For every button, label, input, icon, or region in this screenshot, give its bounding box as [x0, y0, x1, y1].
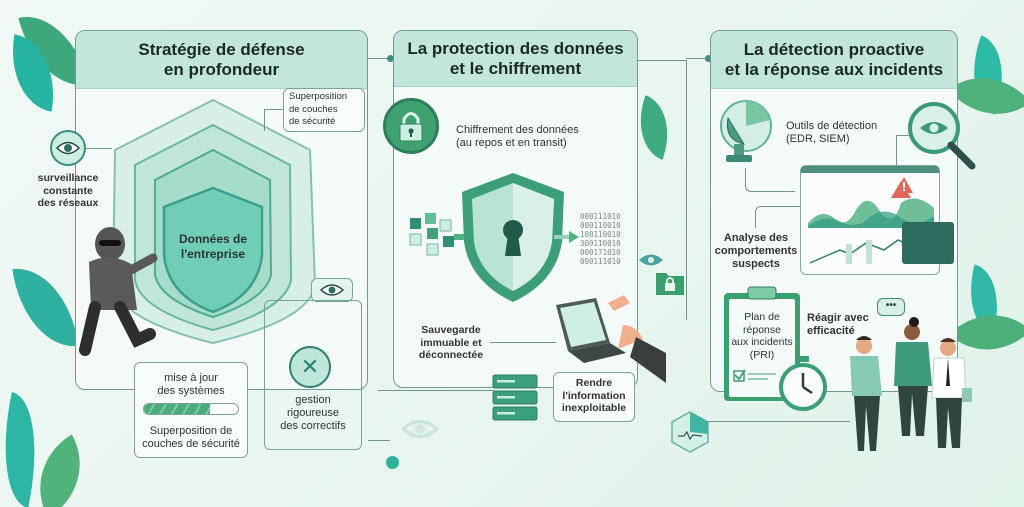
connector-line — [264, 109, 284, 131]
connector-line — [755, 206, 800, 228]
data-files-icon — [409, 213, 454, 256]
connector-line — [690, 392, 850, 422]
backup-label: Sauvegarde immuable et déconnectée — [418, 324, 484, 361]
update-progress-fill — [144, 404, 210, 414]
behavior-analysis-label: Analyse des comportements suspects — [714, 232, 798, 270]
react-label: Réagir avec efficacité — [807, 312, 869, 337]
warning-icon — [895, 177, 913, 193]
connector-dot — [386, 456, 399, 469]
dashboard-titlebar — [801, 166, 939, 173]
incident-plan-label: Plan de réponse aux incidents (PRI) — [731, 311, 793, 361]
stopwatch-icon — [779, 356, 827, 411]
clipboard-icon — [724, 286, 800, 401]
core-data-label: Données de l'entreprise — [178, 232, 247, 261]
hacker-figure — [79, 227, 158, 356]
chat-bubble: ••• — [877, 298, 905, 316]
patching-label: gestion rigoureuse des correctifs — [280, 394, 346, 432]
encryption-label: Chiffrement des données (au repos et en … — [456, 124, 579, 149]
leaf-decoration — [12, 261, 79, 354]
connector-line — [490, 342, 556, 343]
connector-dot — [705, 55, 712, 62]
patching-card — [264, 300, 362, 450]
lock-icon — [383, 98, 439, 154]
connector-line — [686, 60, 687, 320]
eye-icon — [320, 284, 344, 296]
layers-callout-text: Superposition de couches de sécurité — [289, 91, 348, 127]
eye-chat-bubble — [311, 278, 353, 302]
updates-sub-label: Superposition de couches de sécurité — [142, 425, 240, 450]
pulse-hexagon-icon — [671, 411, 709, 453]
laptop-icon — [556, 295, 666, 383]
eye-icon — [639, 254, 663, 266]
panel-defense-title: Stratégie de défense en profondeur — [76, 31, 367, 89]
server-icon — [492, 374, 538, 421]
connector-line — [686, 58, 706, 59]
connector-line — [368, 58, 390, 59]
log-terminal — [902, 222, 954, 264]
connector-line — [745, 168, 795, 192]
updates-label: mise à jour des systèmes — [157, 372, 225, 397]
folder-lock-icon — [656, 273, 684, 295]
unusable-label: Rendre l'information inexploitable — [561, 377, 627, 414]
satellite-dish-icon — [720, 100, 772, 162]
shield-icon — [462, 173, 564, 302]
connector-line — [368, 440, 390, 441]
eye-icon — [402, 420, 438, 438]
panel-detection-title: La détection proactive et la réponse aux… — [711, 31, 957, 89]
panel-protection-title: La protection des données et le chiffrem… — [394, 31, 637, 87]
unusable-callout — [553, 372, 635, 422]
detection-tools-label: Outils de détection (EDR, SIEM) — [786, 120, 878, 145]
response-team-figures — [850, 317, 972, 451]
connector-line — [896, 135, 910, 165]
arrow-right-icon — [554, 231, 579, 243]
connector-line — [86, 148, 112, 149]
connector-line — [638, 60, 686, 320]
encrypted-binary-text: 000111010 000110010 100110010 300110010 … — [580, 212, 621, 266]
wrench-screwdriver-icon: ✕ — [289, 346, 331, 388]
eye-icon — [50, 130, 86, 166]
connector-line — [378, 390, 494, 391]
layers-callout — [283, 88, 365, 132]
monitoring-label: surveillance constante des réseaux — [37, 172, 99, 209]
magnifier-eye-icon — [908, 102, 976, 170]
connector-dot — [387, 55, 394, 62]
update-progress-bar — [143, 403, 239, 415]
core-data-shield-icon — [162, 186, 264, 314]
